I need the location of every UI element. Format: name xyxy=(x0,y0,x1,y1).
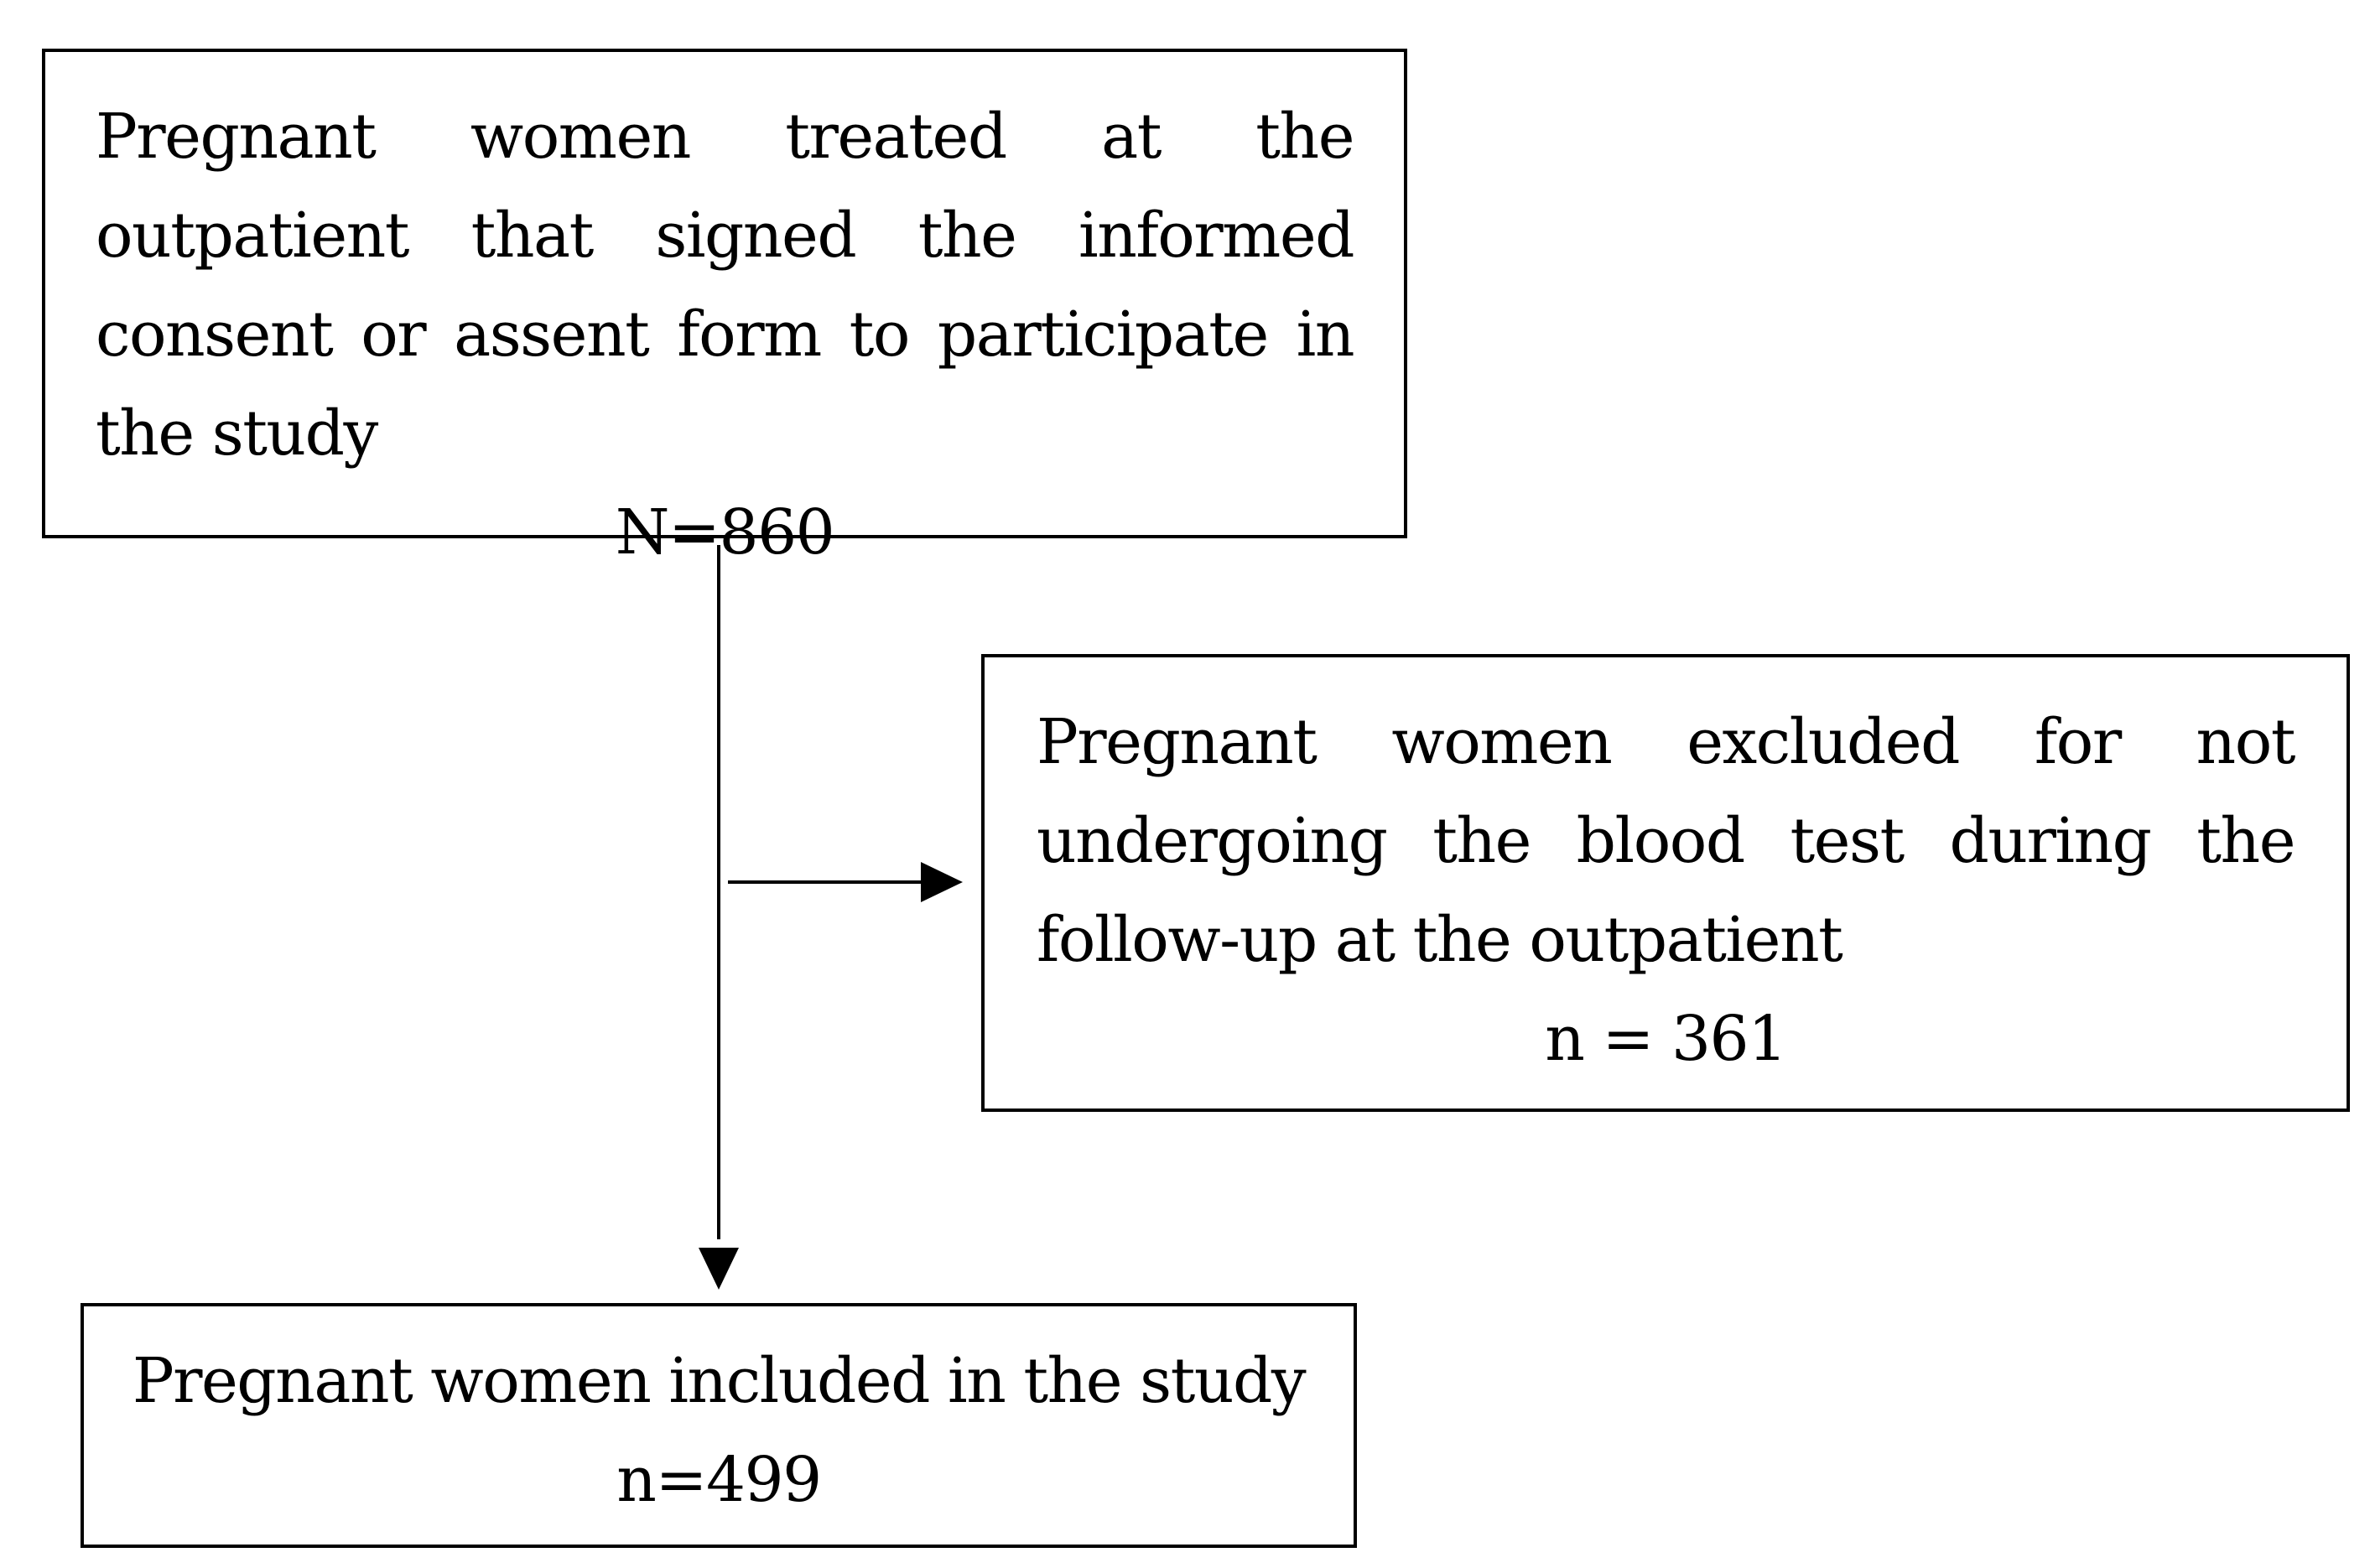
arrowhead-right-icon xyxy=(921,862,963,902)
excluded-box: Pregnant women excluded for not undergoi… xyxy=(981,654,2350,1112)
excluded-description: Pregnant women excluded for not undergoi… xyxy=(1037,706,2296,976)
included-description: Pregnant women included in the study xyxy=(132,1345,1307,1417)
arrowhead-down-icon xyxy=(699,1248,739,1290)
excluded-count: n = 361 xyxy=(1545,1003,1787,1075)
included-count: n=499 xyxy=(616,1444,822,1516)
enrolled-count: N=860 xyxy=(615,496,835,569)
enrolled-box: Pregnant women treated at the outpatient… xyxy=(42,49,1407,569)
included-box: Pregnant women included in the study n=4… xyxy=(81,1303,1357,1548)
enrolled-description: Pregnant women treated at the outpatient… xyxy=(96,101,1355,470)
